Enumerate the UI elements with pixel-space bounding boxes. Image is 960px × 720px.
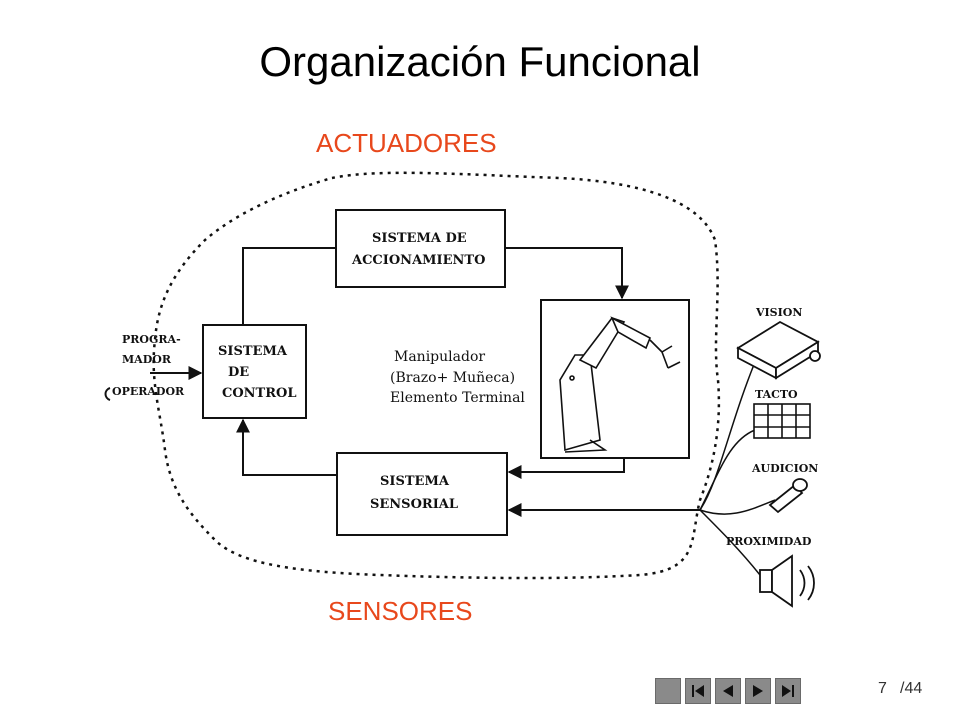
actuation-box bbox=[335, 209, 506, 288]
current-page-number: 7 bbox=[878, 680, 887, 697]
sensory-box-line1: SISTEMA bbox=[380, 474, 450, 489]
control-box-line3: CONTROL bbox=[222, 386, 297, 401]
input-label-line1: PROGRA- bbox=[122, 333, 181, 346]
slide-title: Organización Funcional bbox=[259, 38, 701, 85]
system-boundary bbox=[152, 171, 721, 580]
previous-page-icon bbox=[723, 685, 733, 697]
sensor-vision-label: VISION bbox=[755, 306, 802, 319]
next-page-button[interactable] bbox=[745, 678, 771, 704]
control-box-line1: SISTEMA bbox=[218, 344, 288, 359]
input-label-line3: OPERADOR bbox=[112, 385, 185, 398]
previous-page-button[interactable] bbox=[715, 678, 741, 704]
actuation-box-line1: SISTEMA DE bbox=[372, 231, 467, 246]
sensory-box bbox=[336, 452, 508, 536]
control-box bbox=[202, 324, 307, 419]
sensors-label: SENSORES bbox=[328, 596, 473, 626]
first-page-icon bbox=[692, 685, 704, 697]
last-page-button[interactable] bbox=[775, 678, 801, 704]
sensor-proximity-label: PROXIMIDAD bbox=[726, 535, 812, 548]
manipulator-line3: Elemento Terminal bbox=[390, 390, 525, 406]
total-pages: /44 bbox=[900, 680, 923, 697]
manipulator-line1: Manipulador bbox=[394, 349, 485, 365]
input-label-line2: MADOR bbox=[122, 353, 172, 366]
actuators-label: ACTUADORES bbox=[316, 128, 497, 158]
slide-navigation bbox=[655, 678, 801, 704]
actuation-box-line2: ACCIONAMIENTO bbox=[351, 253, 485, 268]
tactile-grid-icon bbox=[753, 403, 811, 439]
camera-icon bbox=[736, 320, 821, 380]
last-page-icon bbox=[782, 685, 794, 697]
control-box-line2: DE bbox=[228, 365, 249, 380]
sensor-hearing-label: AUDICION bbox=[751, 462, 818, 475]
speaker-icon bbox=[759, 554, 815, 608]
microphone-icon bbox=[768, 478, 808, 514]
robot-arm-icon bbox=[559, 316, 681, 453]
blank-nav-button[interactable] bbox=[655, 678, 681, 704]
sensor-touch-label: TACTO bbox=[755, 388, 798, 401]
sensory-box-line2: SENSORIAL bbox=[370, 497, 458, 512]
next-page-icon bbox=[753, 685, 763, 697]
first-page-button[interactable] bbox=[685, 678, 711, 704]
manipulator-line2: (Brazo+ Muñeca) bbox=[390, 370, 515, 386]
